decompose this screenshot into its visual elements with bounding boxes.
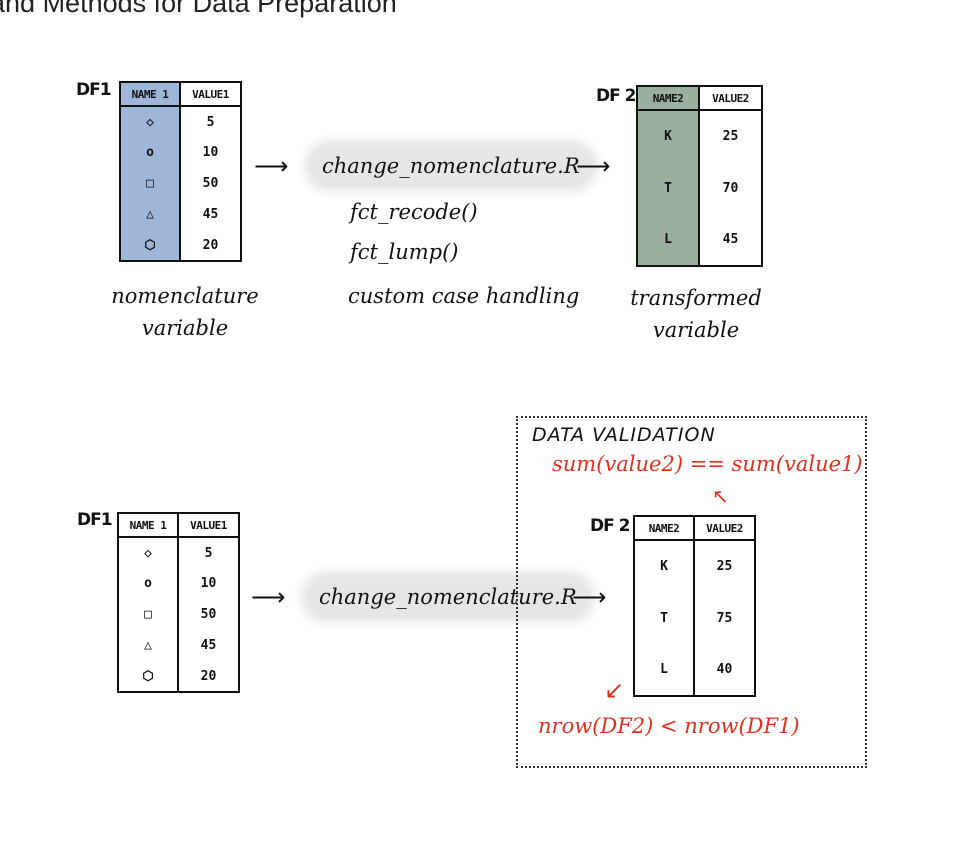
df2-value-cell: 40 (693, 644, 756, 697)
triangle-icon: △ (119, 199, 181, 230)
df2-value-cell: 25 (693, 540, 756, 592)
df2-name-cell: L (633, 644, 695, 697)
df2-label: DF 2 (590, 516, 630, 536)
df2-header-name: NAME2 (636, 85, 700, 111)
df2-table: NAME2 VALUE2 K 25 T 75 L 40 (633, 515, 756, 697)
right-arrow-icon: ⟶ (572, 583, 607, 611)
df1-value-cell: 50 (177, 599, 240, 630)
df2-caption: transformed variable (616, 282, 776, 346)
sum-check: sum(value2) == sum(value1) (552, 452, 863, 476)
df1-value-cell: 5 (177, 537, 240, 568)
df1-table: NAME 1 VALUE1 ◇ 5 o 10 □ 50 △ 45 ⬡ 20 (117, 512, 240, 693)
df2-value-cell: 25 (698, 110, 763, 162)
df1-value-cell: 20 (177, 661, 240, 693)
df2-header-name: NAME2 (633, 515, 695, 541)
right-arrow-icon: ⟶ (254, 152, 289, 180)
circle-icon: o (119, 137, 181, 168)
right-arrow-icon: ⟶ (251, 583, 286, 611)
diamond-icon: ◇ (119, 106, 181, 137)
df1-value-cell: 50 (179, 168, 242, 199)
df2-header-value: VALUE2 (693, 515, 756, 541)
circle-icon: o (117, 568, 179, 599)
df2-name-cell: T (636, 162, 700, 214)
df1-header-name: NAME 1 (119, 81, 181, 107)
row-check: nrow(DF2) < nrow(DF1) (538, 714, 800, 738)
square-icon: □ (119, 168, 181, 199)
df1-value-cell: 20 (179, 230, 242, 262)
function-item: fct_lump() (350, 240, 459, 264)
df2-label: DF 2 (596, 86, 636, 106)
df2-name-cell: K (636, 110, 700, 162)
df1-caption: nomenclature variable (110, 280, 260, 344)
df2-header-value: VALUE2 (698, 85, 763, 111)
df1-header-value: VALUE1 (179, 81, 242, 107)
caption-line: variable (141, 316, 229, 340)
caption-line: transformed (630, 286, 762, 310)
df2-value-cell: 75 (693, 592, 756, 644)
validation-box (516, 416, 867, 768)
triangle-icon: △ (117, 630, 179, 661)
df2-value-cell: 70 (698, 162, 763, 214)
df1-header-name: NAME 1 (117, 512, 179, 538)
df2-value-cell: 45 (698, 214, 763, 267)
arrow-up-icon: ↖ (712, 484, 729, 508)
hexagon-icon: ⬡ (117, 661, 179, 693)
df1-header-value: VALUE1 (177, 512, 240, 538)
function-item: fct_recode() (350, 200, 478, 224)
df1-value-cell: 10 (177, 568, 240, 599)
df2-name-cell: L (636, 214, 700, 267)
df1-table: NAME 1 VALUE1 ◇ 5 o 10 □ 50 △ 45 ⬡ 20 (119, 81, 242, 262)
df1-label: DF1 (77, 510, 113, 530)
script-name: change_nomenclature.R (307, 577, 589, 617)
df2-name-cell: K (633, 540, 695, 592)
df2-name-cell: T (633, 592, 695, 644)
page-title: es and Methods for Data Preparation (0, 0, 397, 18)
df1-value-cell: 45 (177, 630, 240, 661)
hexagon-icon: ⬡ (119, 230, 181, 262)
arrow-down-left-icon: ↙ (604, 676, 625, 704)
df1-value-cell: 10 (179, 137, 242, 168)
caption-line: nomenclature (111, 284, 259, 308)
script-name: change_nomenclature.R (310, 146, 592, 186)
df2-table: NAME2 VALUE2 K 25 T 70 L 45 (636, 85, 763, 267)
df1-label: DF1 (76, 80, 112, 100)
validation-heading: DATA VALIDATION (532, 424, 716, 446)
square-icon: □ (117, 599, 179, 630)
df1-value-cell: 5 (179, 106, 242, 137)
function-item: custom case handling (348, 284, 580, 308)
diamond-icon: ◇ (117, 537, 179, 568)
caption-line: variable (652, 318, 740, 342)
right-arrow-icon: ⟶ (576, 152, 611, 180)
df1-value-cell: 45 (179, 199, 242, 230)
